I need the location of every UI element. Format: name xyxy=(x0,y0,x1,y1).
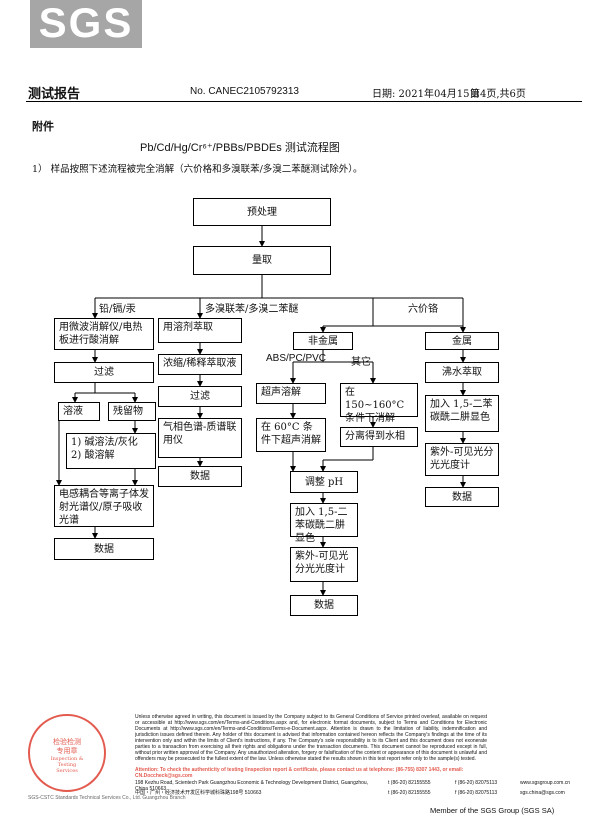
address-english: 198 Kezhu Road, Scientech Park Guangzhou… xyxy=(135,780,369,792)
inspection-seal xyxy=(28,714,106,792)
box-ultrasonic-dissolve: 超声溶解 xyxy=(256,383,326,404)
box-data-pbb: 数据 xyxy=(158,466,242,487)
label-other: 其它 xyxy=(351,357,371,368)
address-chinese: 中国・广州・经济技术开发区科学城科珠路198号 510663 xyxy=(135,790,262,796)
terms-text: Unless otherwise agreed in writing, this… xyxy=(135,714,487,762)
section-heading: 附件 xyxy=(32,120,54,133)
email-address: sgs.china@sgs.com xyxy=(520,790,565,796)
digestion-note: 1） 样品按照下述流程被完全消解（六价格和多溴联苯/多溴二苯醚测试除外）。 xyxy=(32,164,363,175)
box-solvent-extraction: 用溶剂萃取 xyxy=(158,318,242,343)
header-divider xyxy=(26,101,582,102)
box-adjust-ph: 调整 pH xyxy=(290,471,358,493)
flowchart-title: Pb/Cd/Hg/Cr⁶⁺/PBBs/PBDEs 测试流程图 xyxy=(140,142,340,154)
report-title: 测试报告 xyxy=(28,87,81,102)
fax-2: f (86-20) 82075113 xyxy=(455,790,498,796)
box-aqueous-phase: 分离得到水相 xyxy=(340,427,418,447)
box-digest-150-160: 在 150~160°C 条件下消解 xyxy=(340,383,418,424)
box-residue: 残留物 xyxy=(108,402,156,421)
box-icp-aas: 电感耦合等离子体发射光谱仪/原子吸收光谱 xyxy=(54,485,154,527)
box-acid-digestion: 用微波消解仪/电热板进行酸消解 xyxy=(54,318,154,350)
company-name: SGS-CSTC Standards Technical Services Co… xyxy=(28,795,186,801)
box-metal: 金属 xyxy=(425,332,499,350)
box-pretreatment: 预处理 xyxy=(193,198,331,226)
box-data-cr-nonmetal: 数据 xyxy=(290,595,358,616)
box-dpc-color-2: 加入 1,5-二苯碳酰二肼显色 xyxy=(425,395,499,432)
label-cr6: 六价铬 xyxy=(408,304,438,315)
telephone-2: t (86-20) 82155555 xyxy=(388,790,431,796)
box-concentrate-dilute: 浓缩/稀释萃取液 xyxy=(158,354,242,375)
group-member-line: Member of the SGS Group (SGS SA) xyxy=(430,806,555,815)
report-date: 日期: 2021年04月15日 xyxy=(372,89,480,100)
box-filtration-2: 过滤 xyxy=(158,386,242,407)
box-data-metals: 数据 xyxy=(54,538,154,560)
box-sampling: 量取 xyxy=(193,246,331,275)
telephone-1: t (86-20) 82155555 xyxy=(388,780,431,786)
box-solution: 溶液 xyxy=(58,402,100,421)
label-pbb-pbde: 多溴联苯/多溴二苯醚 xyxy=(205,304,299,315)
page-number: 第4页,共6页 xyxy=(470,89,526,100)
label-pb-cd-hg: 铅/镉/汞 xyxy=(99,304,136,315)
label-abs-pc-pvc: ABS/PC/PVC xyxy=(266,353,327,364)
box-gc-ms: 气相色谱-质谱联用仪 xyxy=(158,418,242,458)
box-alkali-acid: 1) 碱溶法/灰化 2) 酸溶解 xyxy=(66,433,156,469)
box-uv-vis-1: 紫外-可见光分光光度计 xyxy=(290,547,358,582)
website: www.sgsgroup.com.cn xyxy=(520,780,571,786)
box-dpc-color-1: 加入 1,5-二苯碳酰二肼显色 xyxy=(290,503,358,544)
authenticity-notice: Attention: To check the authenticity of … xyxy=(135,767,464,779)
report-number: No. CANEC2105792313 xyxy=(190,86,299,97)
box-ultrasonic-60: 在 60°C 条件下超声消解 xyxy=(256,418,326,452)
box-non-metal: 非金属 xyxy=(293,332,353,350)
box-filtration-1: 过滤 xyxy=(54,362,154,383)
box-uv-vis-2: 紫外-可见光分光光度计 xyxy=(425,443,499,476)
sgs-logo: SGS xyxy=(30,0,142,48)
box-data-cr-metal: 数据 xyxy=(425,487,499,507)
seal-text: 检验检测专用章 Inspection & Testing Services xyxy=(50,738,84,774)
box-boiling-water-extraction: 沸水萃取 xyxy=(425,362,499,383)
fax-1: f (86-20) 82075113 xyxy=(455,780,498,786)
